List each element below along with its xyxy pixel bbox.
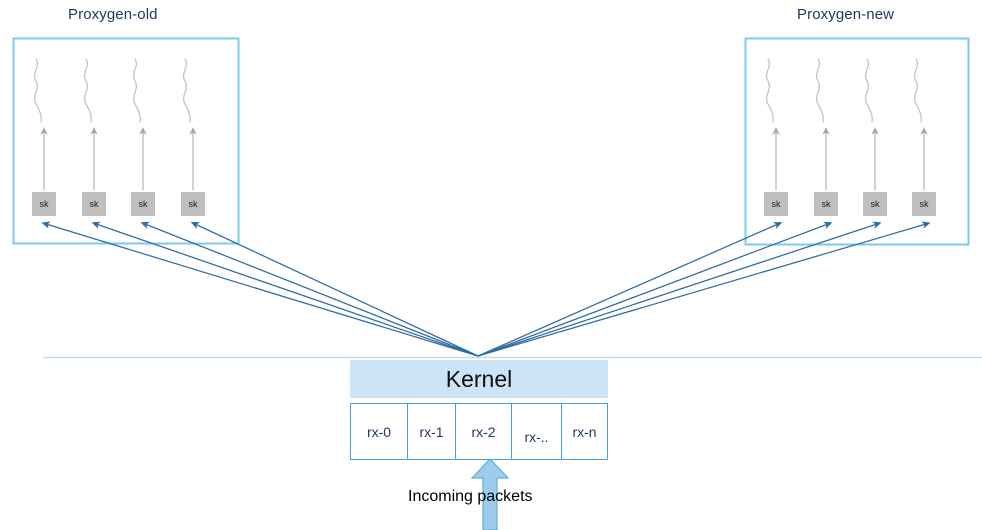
- rx-queue-cell[interactable]: rx-2: [455, 403, 511, 460]
- socket-box[interactable]: sk: [912, 192, 936, 216]
- kernel-box: Kernel: [350, 360, 608, 398]
- group-title-proxygen-new: Proxygen-new: [797, 6, 895, 23]
- thread-squiggles-new: [765, 58, 922, 123]
- rx-queue-cell[interactable]: rx-..: [511, 403, 561, 460]
- rx-queue-cell[interactable]: rx-1: [407, 403, 455, 460]
- socket-box[interactable]: sk: [32, 192, 56, 216]
- thread-squiggles-old: [33, 58, 191, 123]
- thread-arrows-old: [40, 127, 197, 190]
- dispatch-arrows-new: [477, 221, 931, 357]
- rx-queue-cell[interactable]: rx-0: [350, 403, 407, 460]
- socket-box[interactable]: sk: [131, 192, 155, 216]
- rx-queue-cell[interactable]: rx-n: [561, 403, 608, 460]
- incoming-packets-label: Incoming packets: [408, 488, 533, 505]
- group-title-proxygen-old: Proxygen-old: [68, 6, 158, 23]
- dispatch-arrows-old: [41, 221, 479, 357]
- group-box-proxygen-old: [12, 37, 240, 245]
- rx-queue-row: rx-0 rx-1 rx-2 rx-.. rx-n: [350, 403, 608, 460]
- socket-box[interactable]: sk: [814, 192, 838, 216]
- thread-arrows-new: [772, 127, 928, 190]
- socket-box[interactable]: sk: [863, 192, 887, 216]
- socket-box[interactable]: sk: [181, 192, 205, 216]
- incoming-packets-arrow: [470, 458, 510, 530]
- socket-box[interactable]: sk: [82, 192, 106, 216]
- socket-box[interactable]: sk: [764, 192, 788, 216]
